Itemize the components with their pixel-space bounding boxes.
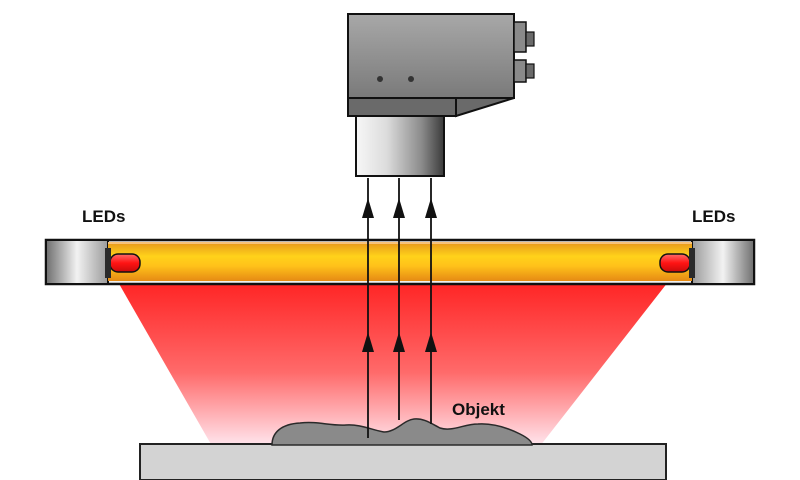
arrow-heads xyxy=(362,198,437,352)
arrow-up-icon xyxy=(362,198,374,218)
camera-lens xyxy=(355,115,445,177)
leds-label-left: LEDs xyxy=(82,207,126,226)
led-emitter-left xyxy=(109,253,141,273)
object-label: Objekt xyxy=(452,400,505,419)
stage-plate xyxy=(139,443,667,480)
arrow-up-icon xyxy=(425,198,437,218)
arrow-up-icon xyxy=(393,332,405,352)
camera-icon xyxy=(347,13,535,177)
led-bar-icon xyxy=(44,238,756,286)
leds-label-right: LEDs xyxy=(692,207,736,226)
led-emitter-right xyxy=(659,253,691,273)
light-cone xyxy=(118,282,668,446)
arrow-up-icon xyxy=(393,198,405,218)
light-rays xyxy=(367,178,432,438)
arrow-up-icon xyxy=(425,332,437,352)
arrow-up-icon xyxy=(362,332,374,352)
object-shape xyxy=(271,418,533,446)
